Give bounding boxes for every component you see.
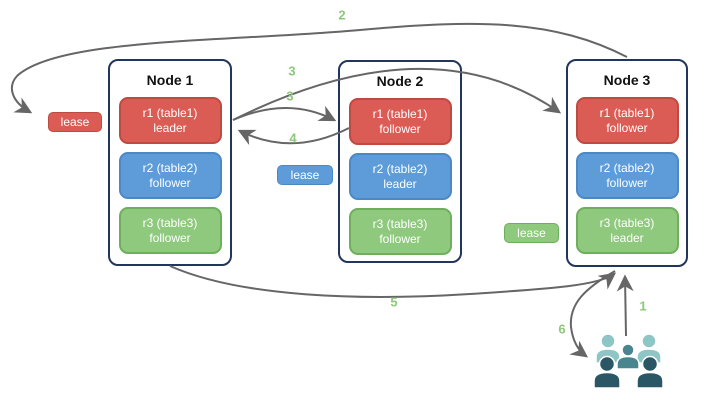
- arrow-step-1-users-to-node3: [616, 274, 634, 337]
- node-3-replicas: r1 (table1) follower r2 (table2) followe…: [575, 97, 679, 254]
- node-3-r1-box: r1 (table1) follower: [575, 97, 679, 144]
- node-2-replicas: r1 (table1) follower r2 (table2) leader …: [348, 98, 452, 255]
- replica-name: r3 (table3): [372, 216, 428, 231]
- lease-badge-table3: lease: [504, 223, 559, 243]
- node-1-r1-box: r1 (table1) leader: [118, 97, 222, 144]
- replica-name: r1 (table1): [599, 105, 655, 120]
- replica-role: follower: [149, 175, 191, 190]
- node-2-title: Node 2: [376, 73, 424, 89]
- replica-role: leader: [610, 230, 644, 245]
- step-label-1: 1: [639, 298, 647, 314]
- arrow-step-6-node3-to-users: [569, 270, 616, 358]
- users-icon: [593, 333, 664, 389]
- lease-badge-table1: lease: [48, 112, 102, 132]
- node-2: Node 2 r1 (table1) follower r2 (table2) …: [338, 60, 462, 263]
- node-3-title: Node 3: [603, 72, 651, 88]
- replica-name: r1 (table1): [142, 105, 198, 120]
- arrow-step-5-node1-to-node3: [169, 265, 617, 298]
- replica-role: leader: [383, 176, 417, 191]
- node-3-r2-box: r2 (table2) follower: [575, 152, 679, 199]
- step-label-6: 6: [558, 321, 566, 337]
- replica-name: r2 (table2): [142, 160, 198, 175]
- replica-role: follower: [379, 231, 421, 246]
- node-3: Node 3 r1 (table1) follower r2 (table2) …: [566, 59, 688, 267]
- step-label-3a: 3: [288, 63, 296, 79]
- replica-name: r3 (table3): [599, 215, 655, 230]
- replica-name: r2 (table2): [372, 161, 428, 176]
- arrow-step-2-node3-to-lease1: [10, 22, 628, 114]
- replica-name: r2 (table2): [599, 160, 655, 175]
- arrow-step-3-node1-to-node2: [232, 105, 337, 122]
- replica-role: follower: [149, 230, 191, 245]
- node-1-r2-box: r2 (table2) follower: [118, 152, 222, 199]
- node-2-r2-box: r2 (table2) leader: [348, 153, 452, 200]
- step-label-2: 2: [338, 7, 346, 23]
- lease-badge-table2: lease: [277, 165, 333, 185]
- node-1-title: Node 1: [146, 72, 194, 88]
- node-1-r3-box: r3 (table3) follower: [118, 207, 222, 254]
- replica-name: r1 (table1): [372, 106, 428, 121]
- replica-role: follower: [606, 120, 648, 135]
- node-2-r3-box: r3 (table3) follower: [348, 208, 452, 255]
- node-1: Node 1 r1 (table1) leader r2 (table2) fo…: [108, 59, 232, 266]
- node-3-r3-box: r3 (table3) leader: [575, 207, 679, 254]
- node-2-r1-box: r1 (table1) follower: [348, 98, 452, 145]
- node-1-replicas: r1 (table1) leader r2 (table2) follower …: [118, 97, 222, 254]
- replica-role: follower: [379, 121, 421, 136]
- step-label-4: 4: [289, 130, 297, 146]
- step-label-5: 5: [390, 294, 398, 310]
- step-label-3b: 3: [286, 88, 294, 104]
- replica-name: r3 (table3): [142, 215, 198, 230]
- replica-role: leader: [153, 120, 187, 135]
- replica-role: follower: [606, 175, 648, 190]
